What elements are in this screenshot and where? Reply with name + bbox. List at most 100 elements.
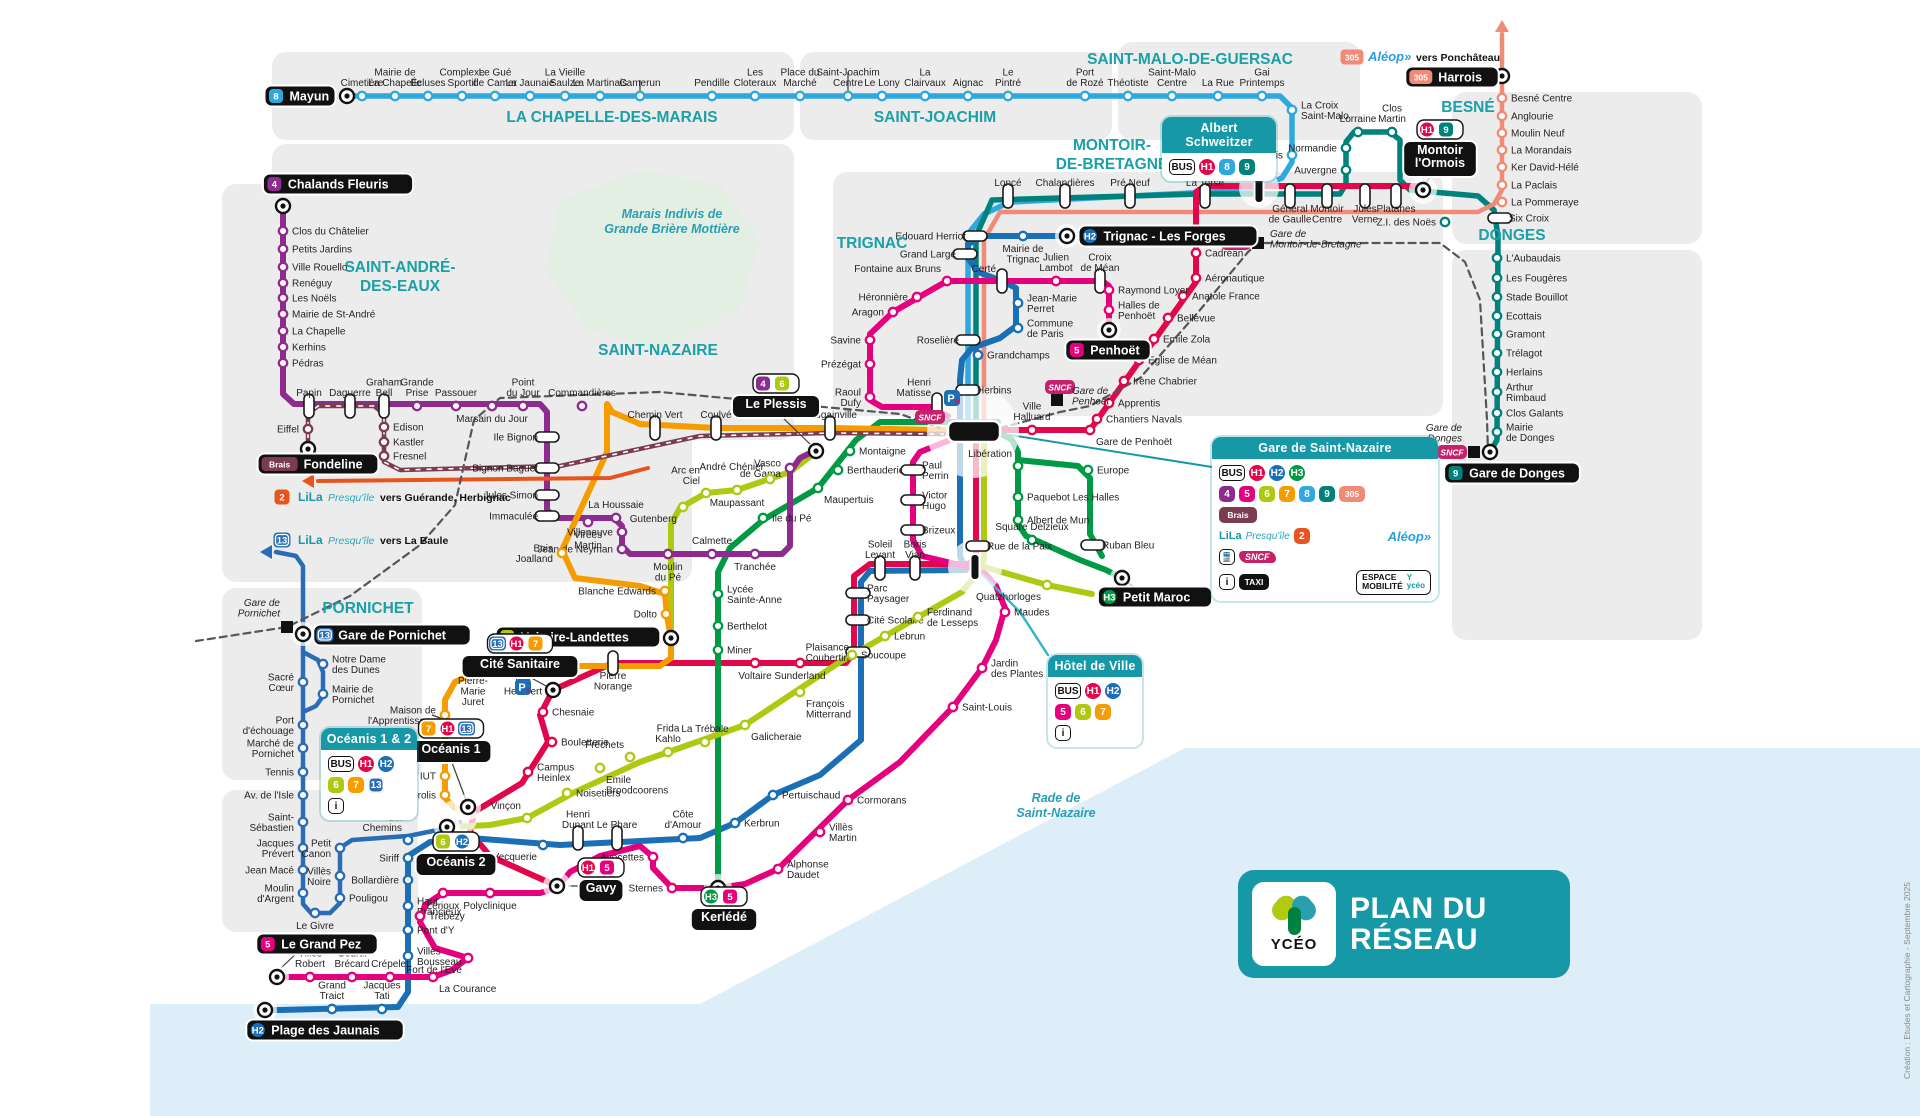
map-label: Chantiers Navals — [1106, 415, 1182, 426]
map-label: SNCF — [918, 413, 942, 423]
stop-Jean de Neyman: Jean de Neyman — [537, 543, 628, 556]
stop-Edison: Edison — [378, 421, 424, 434]
map-label: Ile du Pé — [772, 514, 812, 525]
map-label: Plage des Jaunais — [271, 1023, 379, 1037]
stop-Aragon: Aragon — [852, 306, 899, 319]
line-badge-6: 6 — [440, 837, 445, 848]
map-label: Normandie — [1288, 144, 1337, 155]
map-label: Sternes — [629, 884, 663, 895]
map-label: Théotiste — [1107, 78, 1149, 89]
stop-Fontaine aux Bruns: Fontaine aux Bruns — [854, 264, 953, 287]
line-badge-H1: H1 — [582, 863, 595, 874]
map-label: Tranchée — [734, 562, 776, 573]
stop-Passouer: Passouer — [435, 388, 478, 412]
stop-Platanes: Platanes — [1377, 183, 1415, 215]
map-label: Stade Bouillot — [1506, 293, 1568, 304]
stop-Immaculée: Immaculée — [489, 510, 560, 523]
map-label: Square Delzieux — [995, 522, 1068, 533]
sncf-station-square — [1051, 394, 1063, 406]
map-label: Cité Scolaire — [867, 616, 924, 627]
line-badge-305: 305 — [1414, 72, 1428, 82]
map-label: Polyclinique — [463, 901, 517, 912]
map-label: Fort de l'Eve — [406, 965, 462, 976]
map-label: Papin — [296, 388, 322, 399]
stop-Commandières: Commandières — [548, 388, 616, 412]
stop-Gutenberg: Gutenberg — [630, 501, 689, 525]
line-badge-5: 5 — [265, 939, 271, 950]
line-7 — [442, 401, 947, 815]
stop-La Torse: La Torse — [1186, 178, 1225, 209]
terminus-ring — [662, 629, 680, 647]
map-label: Cormorans — [857, 796, 906, 807]
map-label: Raymond Loyer — [1118, 286, 1189, 297]
map-label: Bignon Baguet — [472, 464, 538, 475]
line-badge-H2: H2 — [456, 837, 468, 848]
line-badge-TAXI: TAXI — [1239, 574, 1269, 591]
stop-Daguerre: Daguerre — [329, 388, 371, 419]
infobox-title: Océanis 1 & 2 — [321, 728, 417, 750]
map-label: Herlains — [1506, 368, 1543, 379]
stop-Pédras: Pédras — [277, 357, 324, 370]
map-label: Six Croix — [1509, 214, 1549, 225]
line-badge-BUS: BUS — [1169, 159, 1195, 175]
stop-Roselière: Roselière — [917, 334, 981, 347]
line-badge-H2: H2 — [1269, 465, 1285, 481]
stop-Le Phare: Le Phare — [597, 820, 638, 851]
line-badge-H3: H3 — [1289, 465, 1305, 481]
stop-Saint-: Saint-Sébastien — [250, 812, 309, 834]
line-badge-5: 5 — [1239, 486, 1255, 502]
region-label: SAINT-MALO-DE-GUERSAC — [1087, 51, 1293, 68]
map-label: Emile Zola — [1163, 335, 1211, 346]
line-badge-7: 7 — [533, 639, 538, 650]
map-label: Eiffel — [277, 425, 299, 436]
stop-Notre Dame: Notre Damedes Dunes — [317, 654, 386, 676]
stop-Fort de l'Eve: Fort de l'Eve — [406, 952, 474, 976]
map-label: Villeneuve — [567, 528, 613, 539]
map-label: La Rue — [1202, 78, 1235, 89]
stop-Bouletterie: Bouletterie — [546, 736, 609, 749]
map-label: Crépelet — [371, 959, 409, 970]
map-label: Gare de Donges — [1469, 466, 1565, 480]
stop-Mairie de St-André: Mairie de St-André — [277, 308, 376, 321]
interchange-tick — [969, 553, 981, 581]
stop-Tennis: Tennis — [265, 766, 309, 779]
terminus-ring — [1058, 227, 1076, 245]
stop-Paquebot Les Halles: Paquebot Les Halles — [1012, 491, 1119, 504]
map-label: Saint-Louis — [962, 703, 1012, 714]
sncf-station-square — [1468, 446, 1480, 458]
line-badge-H2: H2 — [378, 756, 394, 772]
stop-Maison de: Maison del'Apprentissage — [368, 705, 451, 727]
line-badge-i: i — [328, 798, 344, 814]
stop-Cimetière: Cimetière — [341, 78, 384, 102]
map-label: P — [518, 682, 525, 694]
region-label: MONTOIR- — [1073, 137, 1151, 154]
map-label: Camerun — [619, 78, 660, 89]
map-label: Commandières — [548, 388, 616, 399]
map-label: Gare de Penhoët — [1096, 437, 1172, 448]
line-badge-BUS: BUS — [328, 756, 354, 772]
stop-Le Gué: Le Guéde Camer — [473, 68, 518, 102]
line-badge-BUS: BUS — [1055, 683, 1081, 699]
